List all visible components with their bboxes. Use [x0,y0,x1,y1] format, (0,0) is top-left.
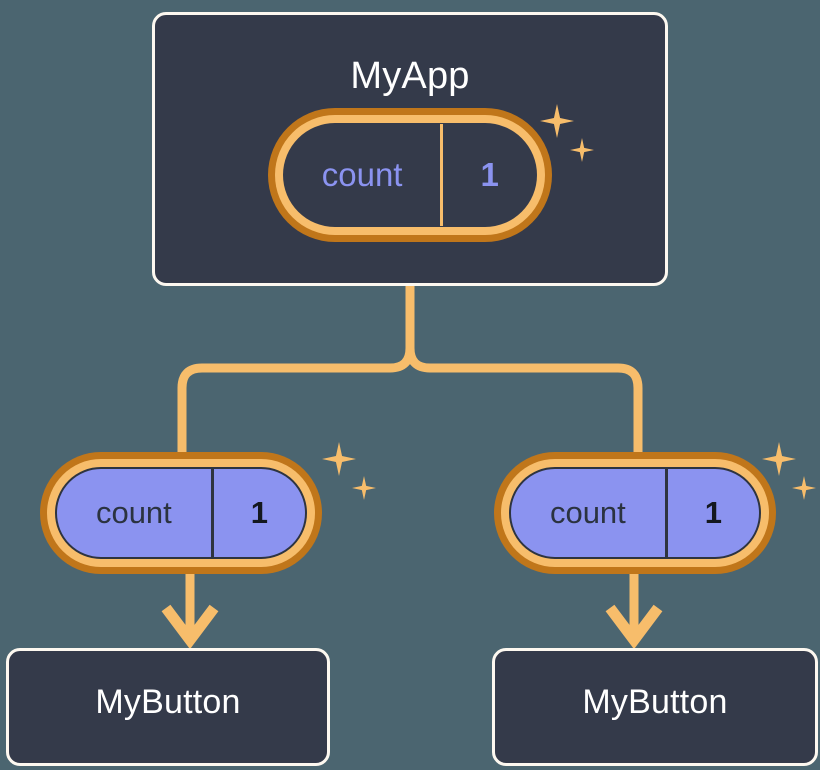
page-title: MyApp [350,55,470,97]
sparkle-icon-small [792,476,816,500]
state-key-label: count [549,495,626,530]
state-capsule-app[interactable]: count 1 [268,108,552,242]
state-capsule-child-0[interactable]: count 1 [40,452,322,574]
sparkle-icon-large [322,442,356,476]
capsule-inner: count 1 [55,467,307,559]
capsule-inner: count 1 [509,467,761,559]
state-key-label: count [95,495,172,530]
capsule-ring: count 1 [501,459,769,567]
sparkles-child-0 [322,442,384,514]
state-value-label: 1 [664,469,759,557]
sparkle-icon-large [762,442,796,476]
capsule-inner: count 1 [283,123,537,227]
arrow-down-icon-left [161,574,219,650]
state-value-label: 1 [210,469,305,557]
connector-branch-right [405,347,643,452]
state-value-label: 1 [440,124,536,226]
button-card-1[interactable]: MyButton [492,648,818,766]
capsule-ring: count 1 [47,459,315,567]
button-card-0[interactable]: MyButton [6,648,330,766]
button-card-label: MyButton [582,683,728,721]
sparkle-icon-small [352,476,376,500]
arrow-down-icon-right [605,574,663,650]
button-card-label: MyButton [95,683,241,721]
state-key-label: count [321,156,403,193]
connector-branch-left [177,347,415,452]
capsule-ring: count 1 [275,115,545,235]
state-capsule-child-1[interactable]: count 1 [494,452,776,574]
